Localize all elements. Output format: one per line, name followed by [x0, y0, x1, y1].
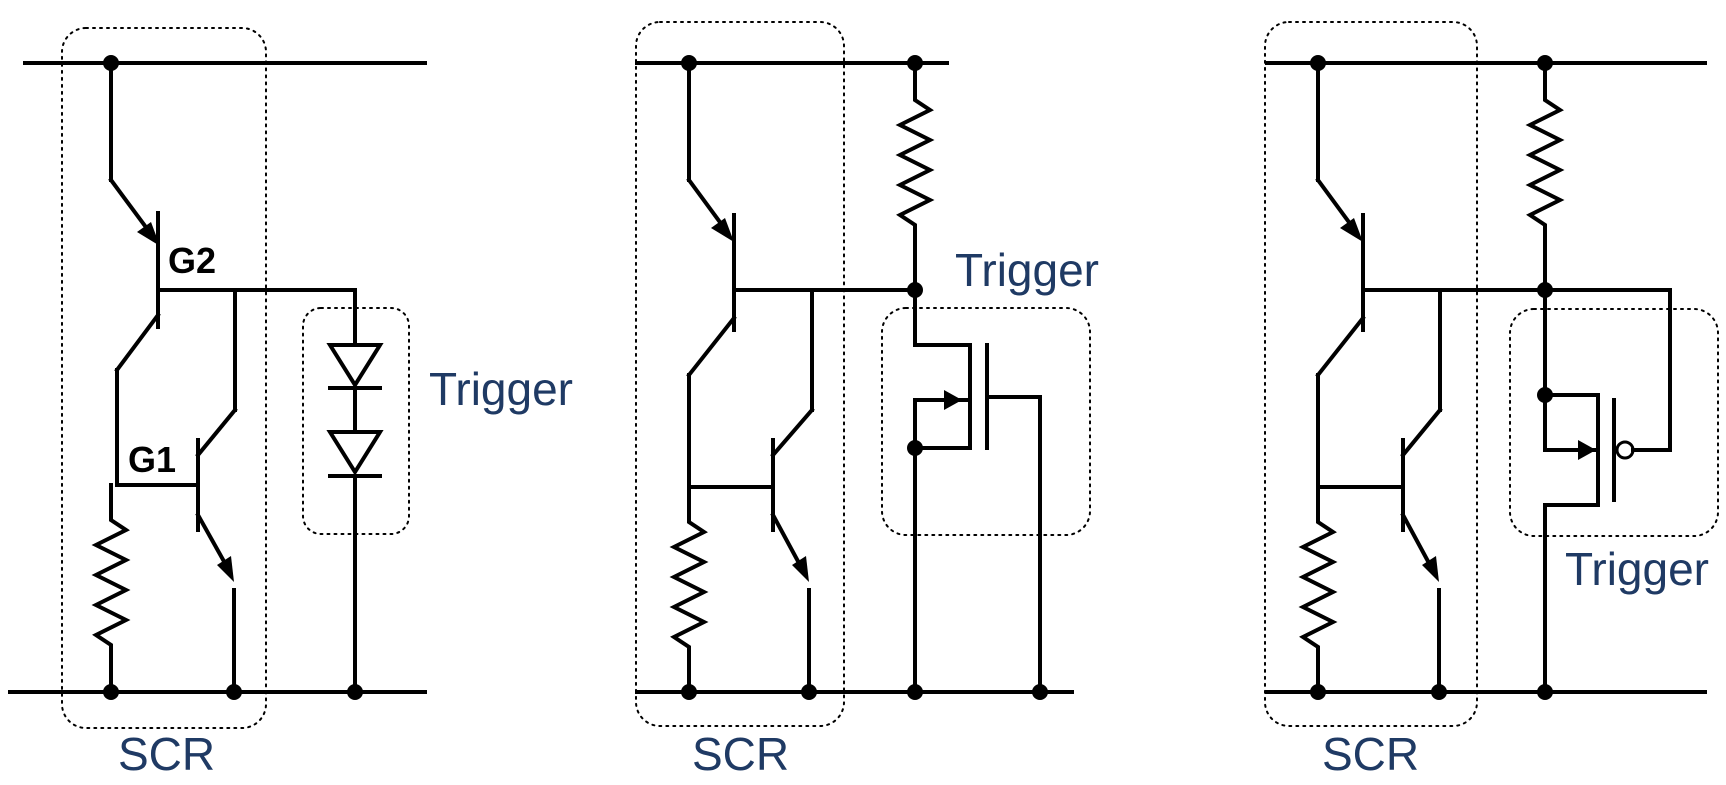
c3-trigger-label: Trigger: [1565, 543, 1709, 595]
c2-nmos-transistor: [913, 288, 1042, 694]
c3-scr-label: SCR: [1322, 728, 1419, 780]
c2-scr-label: SCR: [692, 728, 789, 780]
c2-trigger-label: Trigger: [955, 244, 1099, 296]
circuit-2-nmos-trigger: Trigger SCR: [635, 21, 1099, 780]
c3-resistor: [1298, 485, 1338, 694]
c1-npn-transistor: [115, 288, 238, 694]
c3-npn-transistor: [1316, 288, 1443, 694]
c1-g2-label: G2: [168, 240, 216, 281]
c3-pmos-transistor: [1543, 288, 1672, 694]
c2-trigger-box: [881, 307, 1091, 536]
circuit-1-diode-trigger: G2 G1 Trigger SCR: [8, 27, 573, 780]
c1-trigger-label: Trigger: [429, 363, 573, 415]
c1-scr-label: SCR: [118, 728, 215, 780]
c3-scr-box: [1264, 21, 1478, 727]
c1-resistor: [91, 483, 131, 694]
c2-resistor: [669, 485, 709, 694]
c2-trigger-resistor: [895, 61, 935, 292]
c2-pnp-transistor: [686, 61, 917, 489]
c1-g1-label: G1: [128, 439, 176, 480]
circuit-3-pmos-trigger: Trigger SCR: [1264, 21, 1719, 780]
c2-scr-box: [635, 21, 845, 727]
c1-pnp-transistor: [108, 61, 237, 487]
c3-trigger-box: [1509, 308, 1719, 537]
c1-trigger-box: [302, 307, 410, 535]
c2-npn-transistor: [687, 288, 815, 694]
c1-diode-string: [326, 288, 384, 694]
c3-pnp-transistor: [1315, 61, 1662, 489]
c3-trigger-resistor: [1525, 61, 1565, 292]
c1-scr-box: [61, 27, 267, 729]
